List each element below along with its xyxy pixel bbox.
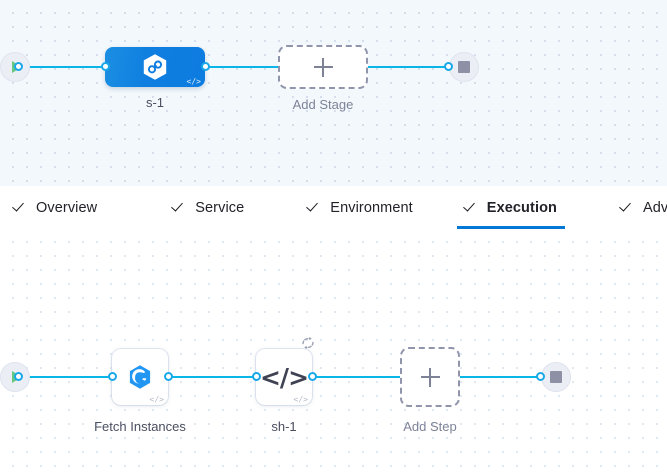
tab-gap (111, 186, 159, 229)
step-node-label-fetch-instances: Fetch Instances (94, 419, 186, 434)
tab-execution[interactable]: Execution (451, 186, 571, 229)
tab-gap (258, 186, 294, 229)
deployment-hexagon-icon (143, 54, 167, 80)
tab-label: Environment (330, 199, 413, 216)
step-end-port[interactable] (536, 372, 545, 381)
add-stage-button[interactable] (278, 45, 368, 89)
tab-label: Advanced (643, 199, 667, 216)
pipeline-stage-canvas[interactable]: </> s-1 Add Stage (0, 0, 667, 186)
stage-code-icon[interactable]: </> (186, 77, 201, 86)
stage-settings-tabs[interactable]: Overview Service Environment Execution A… (0, 186, 667, 230)
step-fetch-input-port[interactable] (108, 372, 117, 381)
check-icon (173, 201, 186, 214)
tab-gap (571, 186, 607, 229)
stage-node-label-s1: s-1 (145, 95, 165, 110)
step-fetch-output-port[interactable] (164, 372, 173, 381)
step-start-port[interactable] (14, 372, 23, 381)
tab-service[interactable]: Service (159, 186, 258, 229)
tab-overview[interactable]: Overview (0, 186, 111, 229)
check-icon (465, 201, 478, 214)
step-link-start-to-fetch (20, 376, 112, 378)
check-icon (14, 201, 27, 214)
stage-s1-input-port[interactable] (101, 62, 110, 71)
step-node-label-sh-1: sh-1 (271, 419, 297, 434)
fetch-instances-swirl-icon (129, 365, 151, 389)
tab-gap (427, 186, 451, 229)
check-icon (308, 201, 321, 214)
step-sh1-input-port[interactable] (252, 372, 261, 381)
step-node-fetch-instances[interactable]: </> (112, 349, 168, 405)
add-step-label: Add Step (403, 419, 457, 434)
step-sh1-output-port[interactable] (308, 372, 317, 381)
plus-icon (420, 367, 440, 387)
add-step-button[interactable] (400, 347, 460, 407)
stage-node-s1[interactable]: </> (105, 47, 205, 87)
step-code-icon[interactable]: </> (149, 395, 164, 404)
stage-end-node[interactable] (449, 52, 479, 82)
stage-link-add-to-end (368, 66, 457, 68)
step-code-icon[interactable]: </> (293, 395, 308, 404)
plus-icon (313, 57, 333, 77)
stage-s1-output-port[interactable] (201, 62, 210, 71)
step-link-fetch-to-sh1 (172, 376, 256, 378)
stop-square-icon (550, 371, 562, 383)
tab-label: Execution (486, 199, 557, 216)
execution-step-canvas[interactable]: </> Fetch Instances </> </> sh-1 Add Ste (0, 229, 667, 475)
code-brackets-icon: </> (259, 362, 309, 392)
check-icon (621, 201, 634, 214)
stage-start-port[interactable] (14, 62, 23, 71)
step-link-add-to-end (460, 376, 549, 378)
step-node-sh-1[interactable]: </> </> (256, 336, 314, 405)
step-end-node[interactable] (541, 362, 571, 392)
looping-strategy-icon[interactable] (300, 335, 316, 351)
stop-square-icon (458, 61, 470, 73)
stage-end-port[interactable] (444, 62, 453, 71)
stage-link-s1-to-add (198, 66, 288, 68)
tab-label: Service (195, 199, 245, 216)
add-stage-label: Add Stage (292, 97, 354, 112)
stage-link-start-to-s1 (20, 66, 148, 68)
step-link-sh1-to-add (316, 376, 400, 378)
tab-advanced[interactable]: Advanced (607, 186, 667, 229)
tab-label: Overview (36, 199, 98, 216)
tab-environment[interactable]: Environment (294, 186, 427, 229)
